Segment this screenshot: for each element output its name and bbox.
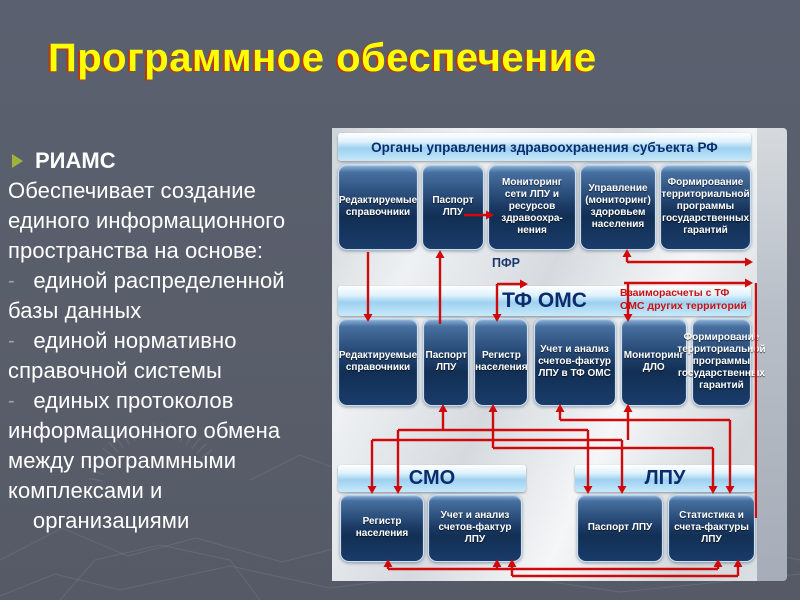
diagram-box-label: Паспорт ЛПУ (425, 350, 467, 373)
dash-bullet: - (8, 270, 15, 292)
slide-title: Программное обеспечение (48, 36, 597, 80)
diagram-box-label: Редактируемые справочники (338, 350, 418, 373)
text-line: единого информационного (8, 206, 334, 236)
diagram-box: Паспорт ЛПУ (422, 164, 484, 250)
text-line-content: единой нормативно (14, 328, 237, 353)
text-line-content: единого информационного (8, 208, 286, 233)
smo-box-invoices: Учет и анализ счетов-фактур ЛПУ (428, 494, 522, 562)
diagram-right-strip (757, 128, 787, 581)
diagram-box: Паспорт ЛПУ (423, 318, 470, 406)
tfoms-header: ТФ ОМС (338, 286, 751, 316)
text-line-content: информационного обмена (8, 418, 281, 443)
diagram-box-label: Редактируемые справочники (338, 195, 418, 218)
diagram-box: Редактируемые справочники (338, 318, 418, 406)
diagram-box-label: Мониторинг сети ЛПУ и ресурсов здравоохр… (501, 177, 563, 236)
lpu-box-statistics: Статистика и счета-фактуры ЛПУ (668, 494, 755, 562)
text-line-content: пространства на основе: (8, 238, 264, 263)
diagram-box-label: Управление (мониторинг) здоровьем населе… (585, 183, 651, 230)
diagram-box-label: Формирование территориальной программы г… (677, 332, 766, 391)
text-line: организациями (8, 506, 334, 536)
diagram-box-label: Регистр населения (475, 350, 528, 373)
left-text-panel: РИАМС Обеспечивает создание единого инфо… (8, 146, 334, 536)
body-text-lines: Обеспечивает создание единого информацио… (8, 176, 334, 536)
org-health-authorities-header: Органы управления здравоохранения субъек… (338, 133, 751, 161)
text-line: - единых протоколов (8, 386, 334, 416)
text-line: Обеспечивает создание (8, 176, 334, 206)
smo-header: СМО (338, 465, 526, 492)
text-line-content: организациями (8, 508, 190, 533)
bullet-heading-row: РИАМС (10, 146, 334, 176)
dash-bullet: - (8, 390, 15, 412)
text-line-content: между программными (8, 448, 237, 473)
text-line-content: базы данных (8, 298, 142, 323)
software-structure-diagram: Органы управления здравоохранения субъек… (332, 128, 787, 581)
dash-bullet: - (8, 330, 15, 352)
text-line-content: Обеспечивает создание (8, 178, 256, 203)
diagram-box: Формирование территориальной программы г… (677, 318, 766, 406)
text-line-content: единых протоколов (14, 388, 234, 413)
diagram-box: Редактируемые справочники (338, 164, 418, 250)
text-line: базы данных (8, 296, 334, 326)
diagram-row-tfoms: Редактируемые справочники Паспорт ЛПУ Ре… (338, 318, 766, 406)
text-line: - единой распределенной (8, 266, 334, 296)
diagram-box: Мониторинг ДЛО (620, 318, 687, 406)
pfr-label: ПФР (492, 256, 520, 270)
diagram-box: Формирование территориальной программы г… (660, 164, 751, 250)
text-line: пространства на основе: (8, 236, 334, 266)
lpu-header: ЛПУ (575, 465, 755, 492)
smo-box-register: Регистр населения (340, 494, 424, 562)
text-line: справочной системы (8, 356, 334, 386)
lpu-box-passport: Паспорт ЛПУ (577, 494, 663, 562)
text-line-content: единой распределенной (14, 268, 285, 293)
text-line: - единой нормативно (8, 326, 334, 356)
text-line: комплексами и (8, 476, 334, 506)
mutual-settlements-label: Взаиморасчеты с ТФ ОМС других территорий (620, 287, 747, 312)
diagram-box: Управление (мониторинг) здоровьем населе… (580, 164, 656, 250)
diagram-box: Мониторинг сети ЛПУ и ресурсов здравоохр… (488, 164, 576, 250)
diagram-box: Регистр населения (474, 318, 529, 406)
diagram-box-label: Паспорт ЛПУ (432, 195, 474, 218)
text-line: между программными (8, 446, 334, 476)
diagram-box-label: Мониторинг ДЛО (623, 350, 684, 373)
diagram-row-authorities: Редактируемые справочники Паспорт ЛПУ Мо… (338, 164, 751, 250)
diagram-box-label: Учет и анализ счетов-фактур ЛПУ в ТФ ОМС (538, 344, 611, 379)
diagram-box: Учет и анализ счетов-фактур ЛПУ в ТФ ОМС (533, 318, 616, 406)
triangle-bullet-icon (12, 154, 23, 168)
text-line-content: справочной системы (8, 358, 222, 383)
bullet-heading: РИАМС (35, 148, 116, 173)
text-line-content: комплексами и (8, 478, 163, 503)
text-line: информационного обмена (8, 416, 334, 446)
diagram-box-label: Формирование территориальной программы г… (661, 177, 750, 236)
